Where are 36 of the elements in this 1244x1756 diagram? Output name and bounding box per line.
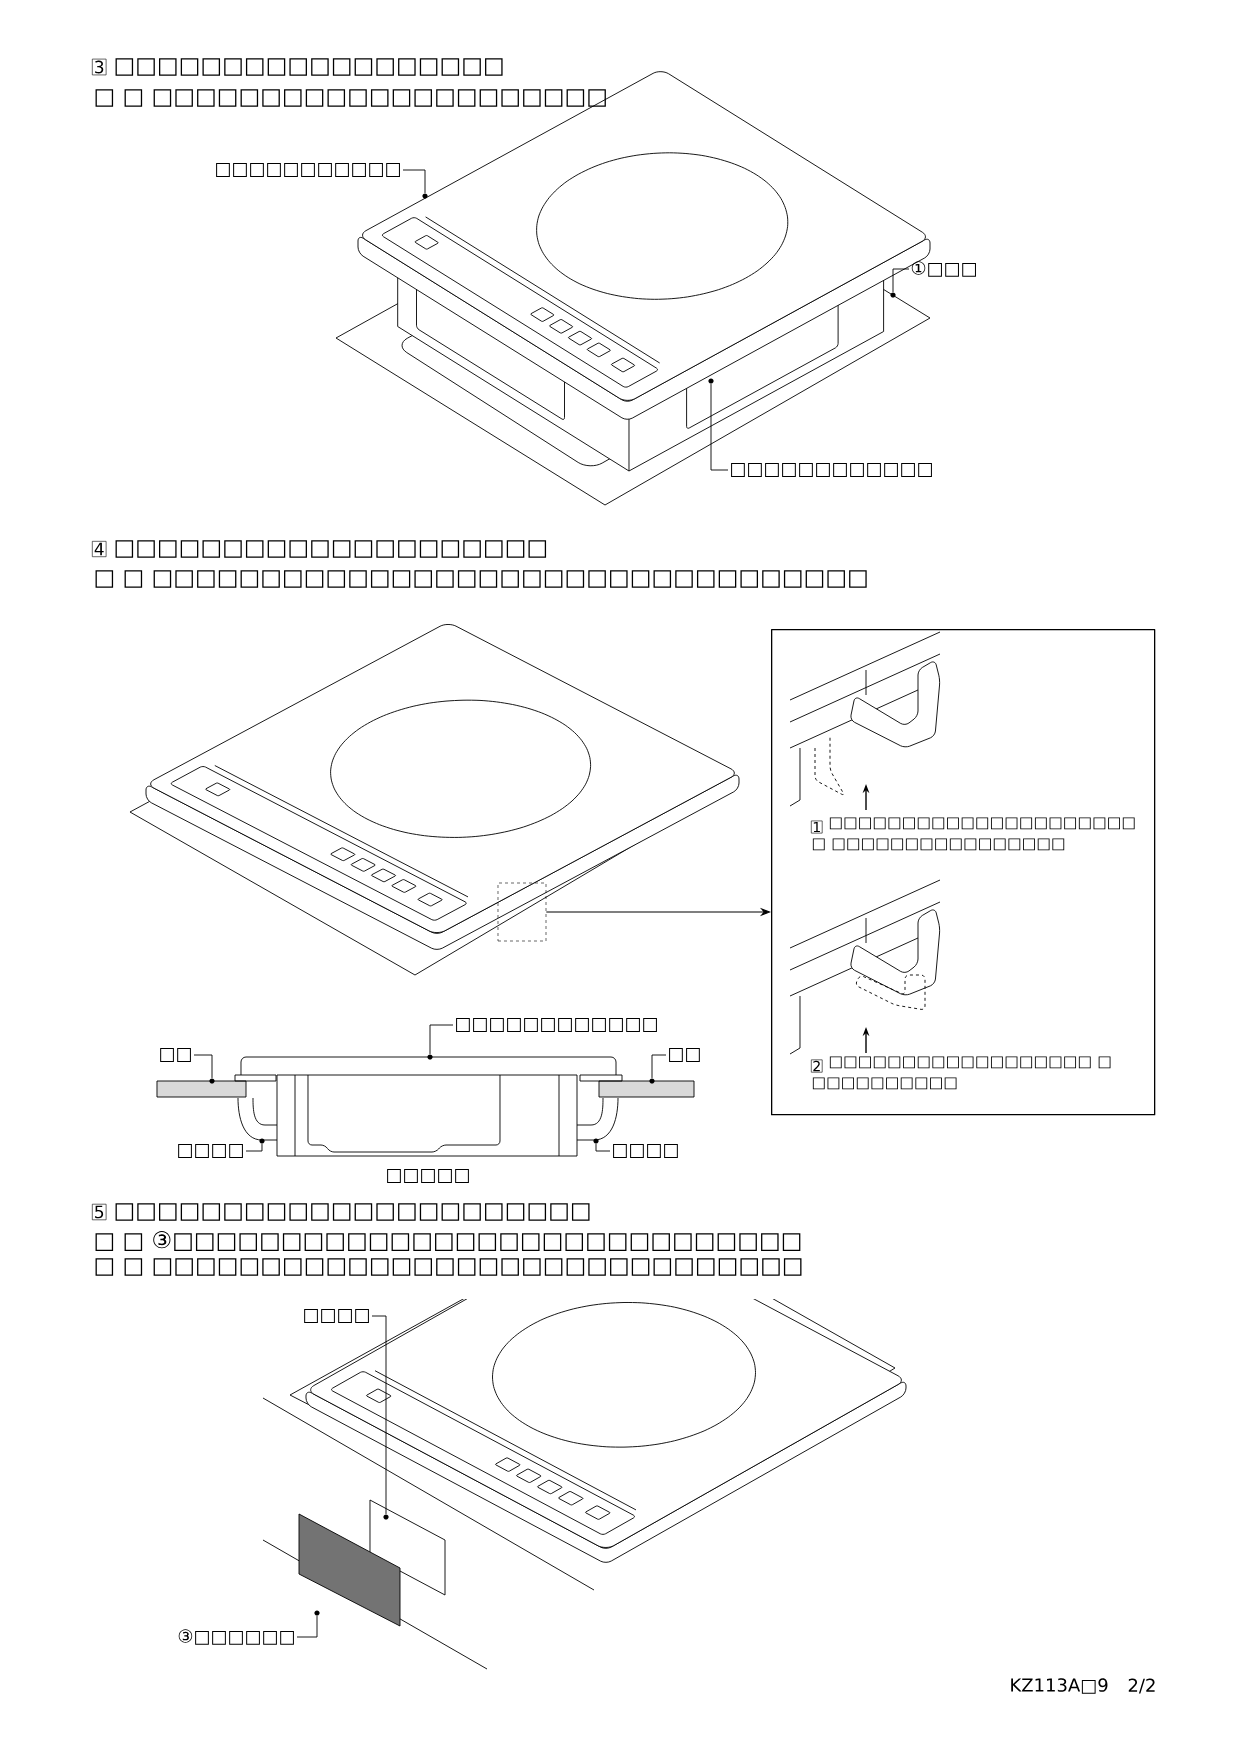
instruction-text: □ □ ③□□□□□□□□□□□□□□□□□□□□□□□□□□□□□ (95, 1231, 801, 1251)
leader-line (402, 169, 426, 194)
leader-line (193, 1054, 213, 1079)
instruction-text: □ □ □□□□□□□□□□□□□□□□□□□□□ (95, 89, 606, 107)
instruction-text: □ □ □□□□□□□□□□□□□□□□□□□□□□□□□□□□□□□□□ (95, 570, 867, 588)
arrow (545, 908, 771, 916)
leader-line (651, 1054, 667, 1079)
step-number: 4 (92, 541, 107, 557)
step-heading: □□□□□□□□□□□□□□□□□□ (115, 58, 503, 76)
callout-label: ①□□□ (911, 261, 976, 277)
page-footer: KZ113A□9 (1011, 1678, 1108, 1694)
step-number: 5 (92, 1203, 107, 1221)
leader-line (429, 1024, 454, 1055)
leader-line (371, 1315, 387, 1515)
callout-label: □□ (160, 1048, 191, 1062)
leader-line (245, 1143, 263, 1152)
leader-line (296, 1615, 318, 1638)
callout-label: □□□□ (304, 1309, 369, 1323)
callout-label: □□□□□□□□□□□□ (731, 463, 932, 477)
hidden-hook-outline (497, 882, 547, 942)
leader-line (595, 1143, 611, 1152)
callout-label: □□□□ (178, 1144, 243, 1158)
callout-label: ③□□□□□□ (178, 1629, 294, 1645)
callout-label: □□ (669, 1048, 700, 1062)
step-number: 3 (92, 58, 107, 76)
instruction-text: □ □ □□□□□□□□□□□□□□□□□□□□□□□□□□□□□□ (95, 1258, 802, 1276)
leader-line (892, 268, 910, 293)
detail-inset-panel: 1 □□□□□□□□□□□□□□□□□□□□□ □ □□□□□□□□□□□□□□□□ 2 □□□□□□□□□□□□□□□□□□ □ □□□□□□□□□□ (771, 629, 1156, 1116)
part-label: □□□□□ (387, 1169, 469, 1183)
page-footer: 2/2 (1128, 1678, 1155, 1694)
callout-label: □□□□□□□□□□□□ (456, 1018, 657, 1032)
leader-line (710, 383, 729, 471)
callout-label: □□□□ (613, 1144, 678, 1158)
callout-label: □□□□□□□□□□□ (216, 163, 400, 177)
step-heading: □□□□□□□□□□□□□□□□□□□□ (115, 540, 547, 558)
step-heading: □□□□□□□□□□□□□□□□□□□□□□ (115, 1203, 590, 1221)
